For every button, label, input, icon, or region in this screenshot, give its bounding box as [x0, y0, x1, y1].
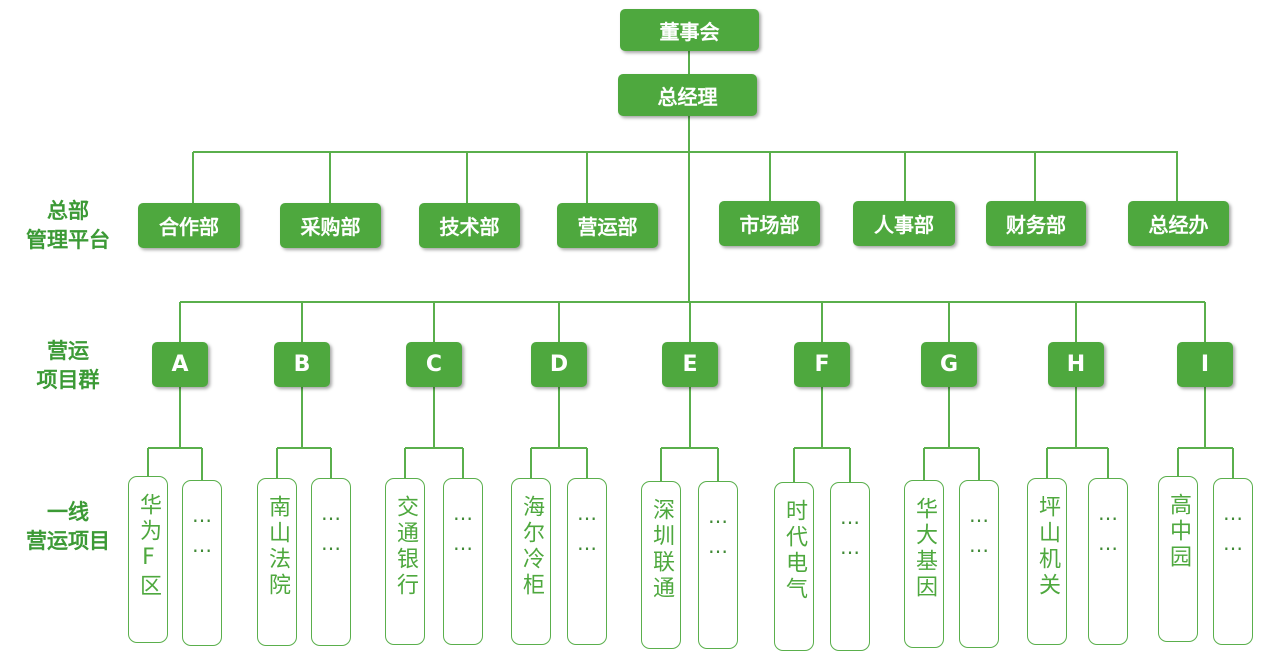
more-projects-box: ……: [567, 478, 607, 645]
department-box: 合作部: [138, 203, 240, 248]
side-label-groups: 营运 项目群: [8, 337, 128, 395]
group-box: H: [1048, 342, 1104, 387]
project-name: 高中园: [1166, 493, 1191, 571]
group-box: A: [152, 342, 208, 387]
project-box: 南山法院: [257, 478, 297, 646]
general-manager-box: 总经理: [618, 74, 757, 116]
project-name: 华大基因: [912, 497, 937, 601]
general-manager-label: 总经理: [657, 84, 718, 109]
group-letter: F: [814, 352, 830, 377]
department-label: 总经办: [1148, 213, 1209, 237]
department-label: 技术部: [439, 215, 500, 239]
project-box: 深圳联通: [641, 481, 681, 649]
group-letter: H: [1066, 352, 1086, 377]
project-box: 坪山机关: [1027, 478, 1067, 645]
project-name: 华为F区: [136, 493, 161, 600]
project-name: 海尔冷柜: [519, 495, 544, 599]
more-projects-box: ……: [443, 478, 483, 645]
department-label: 采购部: [300, 215, 361, 239]
more-projects-box: ……: [698, 481, 738, 649]
department-box: 财务部: [986, 201, 1086, 246]
group-box: B: [274, 342, 330, 387]
more-projects-text: ……: [451, 501, 475, 561]
more-projects-box: ……: [1088, 478, 1128, 645]
department-label: 财务部: [1006, 213, 1066, 237]
more-projects-box: ……: [182, 480, 222, 646]
department-box: 市场部: [719, 201, 820, 246]
project-name: 南山法院: [265, 495, 290, 599]
side-label-projects-line1: 一线: [47, 500, 89, 524]
group-box: F: [794, 342, 850, 387]
more-projects-text: ……: [575, 501, 599, 561]
group-letter: B: [293, 352, 311, 377]
side-label-hq: 总部 管理平台: [8, 197, 128, 255]
project-name: 坪山机关: [1035, 495, 1060, 599]
more-projects-text: ……: [706, 504, 730, 564]
project-box: 华大基因: [904, 480, 944, 648]
group-letter: E: [682, 352, 698, 377]
side-label-hq-line1: 总部: [47, 199, 89, 223]
more-projects-text: ……: [967, 503, 991, 563]
side-label-projects: 一线 营运项目: [8, 498, 128, 556]
group-letter: A: [171, 352, 189, 377]
project-box: 交通银行: [385, 478, 425, 645]
side-label-hq-line2: 管理平台: [26, 228, 110, 252]
group-box: G: [921, 342, 977, 387]
department-box: 技术部: [419, 203, 520, 248]
more-projects-text: ……: [190, 503, 214, 563]
department-box: 人事部: [853, 201, 955, 246]
group-letter: C: [425, 352, 443, 377]
group-box: C: [406, 342, 462, 387]
project-box: 海尔冷柜: [511, 478, 551, 645]
project-name: 时代电气: [782, 499, 807, 603]
department-box: 营运部: [557, 203, 658, 248]
department-label: 人事部: [874, 213, 934, 237]
side-label-groups-line2: 项目群: [36, 368, 100, 392]
more-projects-text: ……: [1221, 501, 1245, 561]
side-label-groups-line1: 营运: [47, 339, 89, 363]
department-label: 市场部: [739, 213, 800, 237]
more-projects-box: ……: [830, 482, 870, 651]
project-name: 交通银行: [393, 495, 418, 599]
group-box: E: [662, 342, 718, 387]
department-box: 总经办: [1128, 201, 1229, 246]
group-letter: G: [939, 352, 959, 377]
more-projects-box: ……: [311, 478, 351, 646]
group-box: I: [1177, 342, 1233, 387]
side-label-projects-line2: 营运项目: [26, 529, 110, 553]
board-label: 董事会: [659, 19, 720, 44]
project-box: 时代电气: [774, 482, 814, 651]
more-projects-box: ……: [1213, 478, 1253, 645]
department-label: 营运部: [577, 215, 638, 239]
more-projects-text: ……: [1096, 501, 1120, 561]
department-box: 采购部: [280, 203, 381, 248]
project-name: 深圳联通: [649, 498, 674, 602]
group-box: D: [531, 342, 587, 387]
more-projects-text: ……: [838, 505, 862, 565]
department-label: 合作部: [159, 215, 219, 239]
board-box: 董事会: [620, 9, 759, 51]
project-box: 高中园: [1158, 476, 1198, 642]
group-letter: I: [1200, 352, 1210, 377]
group-letter: D: [549, 352, 569, 377]
more-projects-box: ……: [959, 480, 999, 648]
more-projects-text: ……: [319, 501, 343, 561]
project-box: 华为F区: [128, 476, 168, 643]
